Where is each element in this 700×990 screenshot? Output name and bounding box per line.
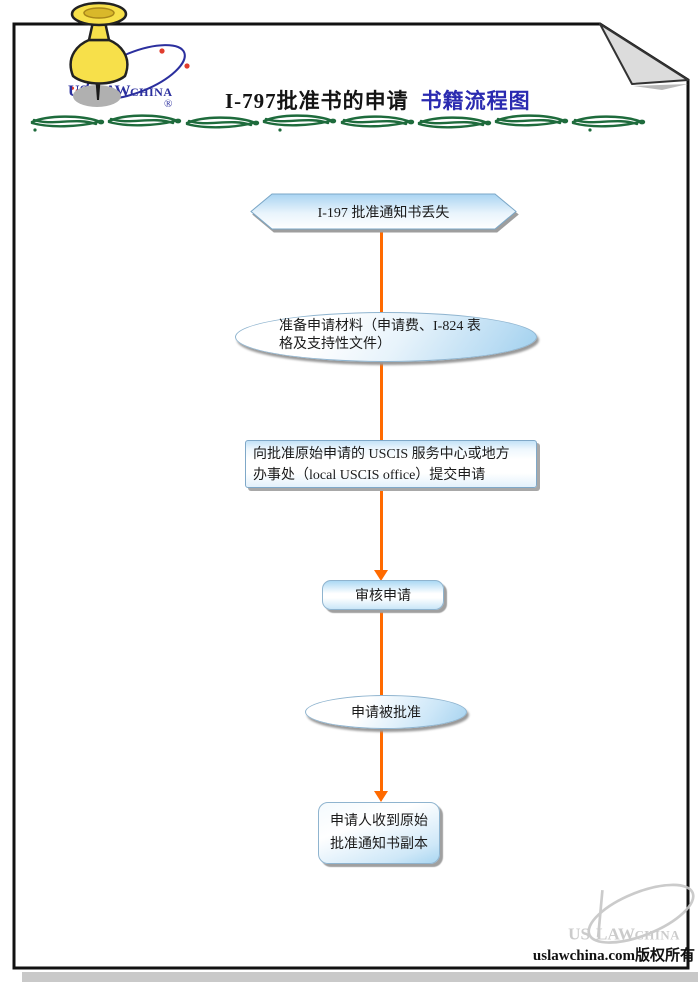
- watermark-china: CHINA: [635, 928, 681, 942]
- flow-node-label-line2: 办事处（local USCIS office）提交申请: [253, 468, 486, 483]
- hexagon-shape: [250, 193, 517, 230]
- page-title: I-797批准书的申请书籍流程图: [225, 85, 531, 115]
- page-title-main: I-797批准书的申请: [225, 89, 409, 113]
- connector-2: [380, 361, 383, 440]
- page-border: [12, 22, 690, 970]
- flow-node-label-line1: 准备申请材料（申请费、I-824 表: [279, 319, 481, 334]
- copyright-text: uslawchina.com版权所有: [532, 948, 695, 964]
- flow-node-label-line1: 向批准原始申请的 USCIS 服务中心或地方: [253, 447, 510, 462]
- connector-3: [380, 487, 383, 571]
- flow-node-label: I-197 批准通知书丢失: [317, 205, 450, 221]
- flow-node-label-line2: 格及支持性文件）: [279, 337, 391, 352]
- flow-node-label-line1: 申请人收到原始: [330, 814, 428, 829]
- flow-node-submit-application: 向批准原始申请的 USCIS 服务中心或地方 办事处（local USCIS o…: [245, 440, 537, 488]
- page-fold-corner-icon: [599, 23, 689, 85]
- connector-4: [380, 609, 383, 695]
- fold-shadow: [633, 84, 688, 90]
- page-title-sub: 书籍流程图: [420, 89, 531, 113]
- flow-node-approved: 申请被批准: [305, 695, 467, 729]
- title-divider-icon: [30, 114, 647, 132]
- flow-node-review: 审核申请: [322, 580, 444, 610]
- page-bottom-shadow: [22, 972, 698, 982]
- flow-node-label-line2: 批准通知书副本: [330, 837, 428, 852]
- logo-china: CHINA: [130, 85, 173, 99]
- arrowhead-down-icon: [374, 570, 388, 581]
- registered-mark: ®: [164, 98, 172, 108]
- connector-5: [380, 728, 383, 791]
- watermark-logo-icon: US LAW CHINA: [568, 883, 695, 944]
- flow-node-lost-notice: I-197 批准通知书丢失: [250, 193, 517, 230]
- flow-node-receive-copy: 申请人收到原始 批准通知书副本: [318, 802, 440, 864]
- flow-node-prepare-materials: 准备申请材料（申请费、I-824 表 格及支持性文件）: [235, 312, 537, 362]
- watermark-law: LAW: [596, 924, 635, 943]
- flow-node-label: 审核申请: [355, 589, 411, 604]
- arrowhead-down-icon: [374, 791, 388, 802]
- watermark-us: US: [568, 924, 590, 943]
- flow-node-label: 申请被批准: [351, 706, 421, 721]
- pushpin-icon: [69, 1, 129, 107]
- connector-1: [380, 230, 383, 312]
